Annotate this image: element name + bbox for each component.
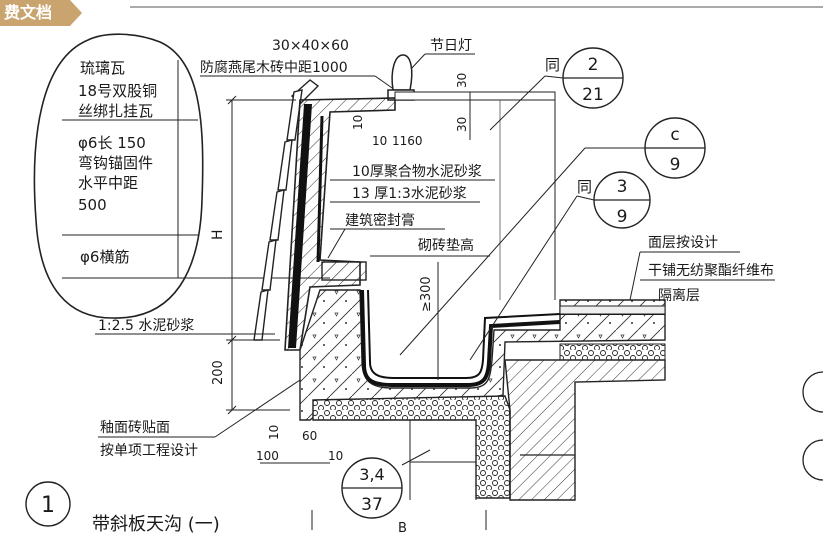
callout-c-9: c 9 [644,117,706,179]
dim-10: 10 [267,425,281,440]
roof-tiles [253,79,320,341]
dim-10: 10 [328,449,343,463]
label-surface-layer: 面层按设计 [648,235,718,251]
partial-callout [802,371,823,413]
note-anchor: 500 [78,196,107,214]
dim-60: 60 [302,429,317,443]
waterproof-layer [316,115,324,263]
dim-100: 100 [256,449,279,463]
label-glazed-tile: 釉面砖贴面 [100,420,170,436]
label-glazed-tile: 按单项工程设计 [100,443,198,459]
leader-line [576,195,595,201]
label-batten-desc: 防腐燕尾木砖中距1000 [200,59,348,76]
svg-text:9: 9 [670,155,681,175]
callout-2-21: 2 21 [562,47,624,109]
dim-1160: 1160 [392,134,423,148]
svg-text:c: c [670,125,679,145]
surface-layer [559,305,666,315]
svg-text:3,4: 3,4 [359,465,384,484]
gutter-membrane [360,289,561,387]
label-isolation: 隔离层 [658,287,700,304]
document-tab: 费文档 [0,0,83,26]
leader-line [327,228,346,259]
leader-line [374,75,396,91]
callout-3-9: 3 9 [593,171,651,229]
note-anchor: 水平中距 [78,174,138,192]
leader-line [401,449,431,466]
leader-line [399,147,586,356]
dim-30: 30 [455,117,469,132]
insulation-band [312,395,511,499]
gutter-membrane [367,289,665,379]
dim-h: H [210,229,226,240]
note-anchor: φ6长 150 [78,134,146,152]
label-batten-size: 30×40×60 [272,38,349,54]
label-sealant: 建筑密封膏 [345,212,415,229]
label-same: 同 [577,178,592,196]
note-wire: 丝绑扎挂瓦 [78,102,153,120]
svg-text:21: 21 [582,85,604,105]
leader-line [544,75,564,79]
note-rebar: φ6横筋 [80,248,129,266]
drawing-title: 带斜板天沟 (一) [92,514,220,535]
waterproof-layer [288,104,312,348]
leader-line [409,53,426,71]
drawing-number: 1 [41,493,55,518]
roof-slab [504,359,666,501]
svg-text:3: 3 [617,177,628,197]
dimension-lines [226,92,477,500]
note-wire: 18号双股铜 [78,82,157,100]
svg-text:9: 9 [617,207,628,227]
leader-line [214,379,301,438]
festival-light-icon [391,54,413,91]
dim-300: ≥300 [419,276,434,312]
note-anchor: 弯钩锚固件 [78,154,153,172]
label-same: 同 [545,56,560,74]
partial-callout [802,439,823,481]
svg-text:37: 37 [361,495,383,515]
note-roof-tile: 琉璃瓦 [80,59,125,77]
leader-line [489,75,546,131]
label-brick-pad: 砌砖垫高 [418,237,474,254]
dim-b: B [398,521,407,536]
label-cement-mortar-13: 13 厚1:3水泥砂浆 [352,186,467,202]
coping [394,91,556,101]
label-polymer-mortar: 10厚聚合物水泥砂浆 [352,164,482,180]
dim-10: 10 [372,134,387,148]
annotation-oval [33,33,204,319]
leader-line [469,195,578,361]
label-isolation: 干铺无纺聚酯纤维布 [648,263,774,279]
dim-200: 200 [211,360,226,385]
svg-text:2: 2 [588,55,599,75]
callout-34-37: 3,4 37 [341,457,403,519]
drawing-number-circle [25,481,71,527]
label-mortar-25: 1:2.5 水泥砂浆 [98,318,194,334]
roof-insulation [559,343,666,361]
dim-30: 30 [455,73,469,88]
brick-pad [321,261,367,281]
dim-10: 10 [351,115,365,130]
leader-line [629,251,641,301]
label-festival-light: 节日灯 [430,38,472,54]
